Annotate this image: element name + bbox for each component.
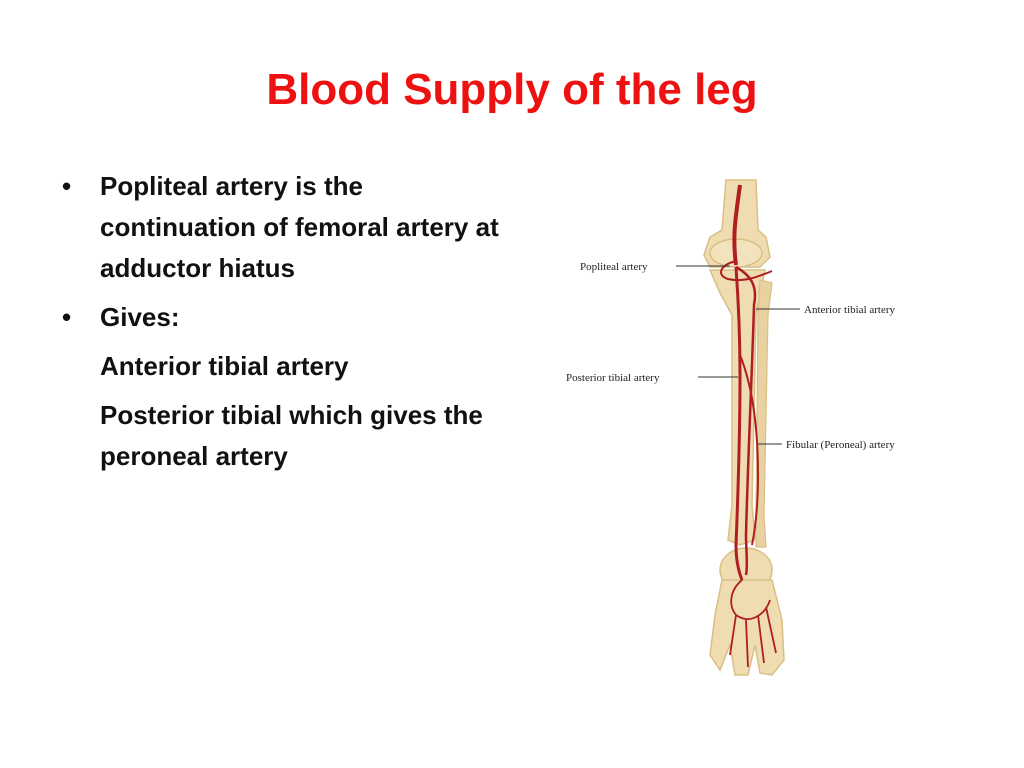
fibula-bone — [755, 279, 773, 548]
label-anterior-tibial-artery: Anterior tibial artery — [804, 304, 896, 316]
bullet-item: • Gives: — [62, 297, 512, 338]
bullet-symbol: • — [62, 171, 72, 201]
bullet-text: Gives: — [100, 302, 180, 332]
anterior-tibial-artery-line — [735, 265, 757, 576]
body-text: • Popliteal artery is the continuation o… — [62, 166, 512, 485]
sub-line: Anterior tibial artery — [100, 351, 349, 381]
posterior-tibial-artery-line — [734, 266, 744, 581]
sub-line: Posterior tibial which gives the peronea… — [100, 400, 483, 471]
label-posterior-tibial-artery: Posterior tibial artery — [566, 372, 660, 384]
popliteal-artery-line — [732, 184, 742, 266]
leg-artery-illustration: Popliteal artery Anterior tibial artery … — [566, 179, 896, 676]
dorsal-arch-artery — [729, 579, 777, 668]
slide-title: Blood Supply of the leg — [266, 65, 758, 114]
bullet-symbol: • — [62, 302, 72, 332]
fibular-artery-line — [739, 354, 760, 546]
label-fibular-artery: Fibular (Peroneal) artery — [786, 439, 895, 451]
bullet-item: • Popliteal artery is the continuation o… — [62, 166, 512, 289]
label-popliteal-artery: Popliteal artery — [580, 261, 648, 273]
bullet-text: Popliteal artery is the continuation of … — [100, 171, 499, 283]
